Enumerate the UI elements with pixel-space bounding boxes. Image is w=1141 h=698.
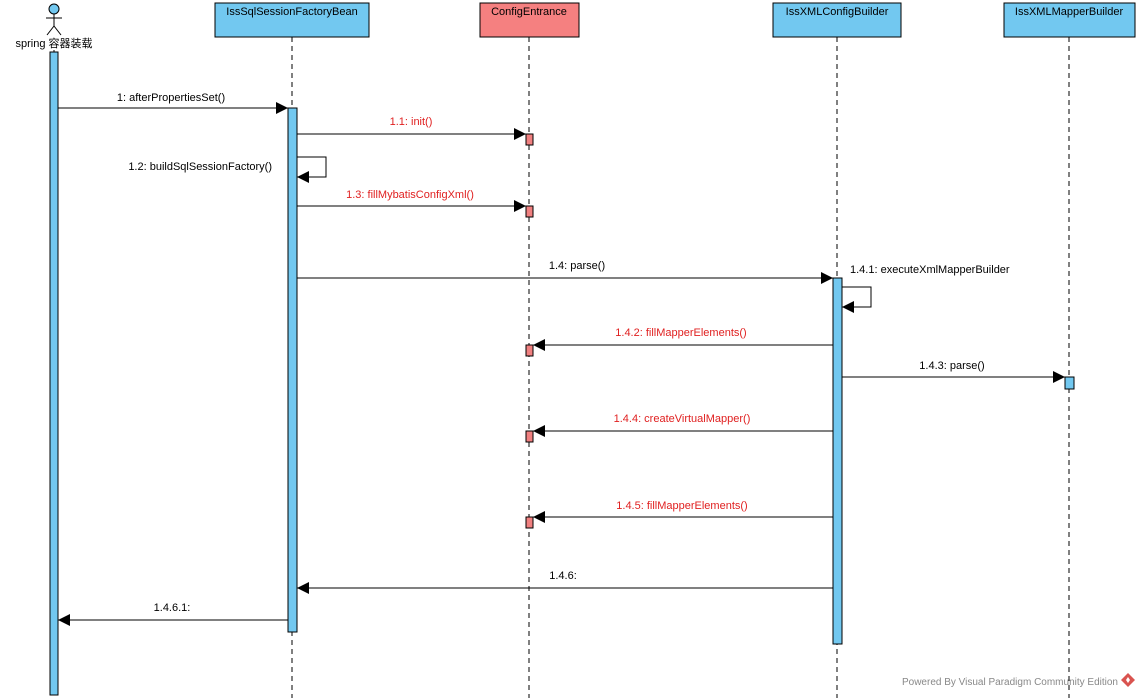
activation-issxmlconfigbuilder [832, 277, 843, 645]
message-arrow [297, 156, 327, 183]
message-label-1-4-2: 1.4.2: fillMapperElements() [615, 327, 746, 339]
participant-box [214, 2, 370, 38]
participant-issxmlmapperbuilder: IssXMLMapperBuilder [1003, 2, 1136, 38]
activation-configentrance-1 [525, 133, 534, 146]
activation-isssqlsessionfactorybean [287, 107, 298, 633]
message-label-1-4-4: 1.4.4: createVirtualMapper() [614, 413, 751, 425]
activation-issxmlmapperbuilder [1064, 376, 1075, 390]
message-label-1-2: 1.2: buildSqlSessionFactory() [128, 161, 272, 173]
participant-box [772, 2, 902, 38]
activation-configentrance-5 [525, 516, 534, 529]
message-label-1-3: 1.3: fillMybatisConfigXml() [346, 189, 474, 201]
activation-configentrance-4 [525, 430, 534, 443]
stick-figure-icon [46, 3, 62, 36]
actor-label: spring 容器装载 [15, 36, 92, 50]
message-label-1: 1: afterPropertiesSet() [117, 92, 225, 104]
participant-label: IssXMLConfigBuilder [786, 6, 889, 18]
participant-label: ConfigEntrance [491, 6, 567, 18]
message-label-1-4: 1.4: parse() [549, 260, 605, 272]
message-label-1-4-1: 1.4.1: executeXmlMapperBuilder [850, 264, 1010, 276]
watermark-text: Powered By Visual Paradigm Community Edi… [902, 677, 1118, 688]
watermark: Powered By Visual Paradigm Community Edi… [902, 673, 1135, 688]
participant-box [479, 2, 580, 38]
activation-configentrance-2 [525, 205, 534, 218]
actor-spring-container: spring 容器装载 [15, 3, 93, 50]
participant-configentrance: ConfigEntrance [479, 2, 580, 38]
visual-paradigm-logo-icon [1121, 673, 1135, 687]
actor-activation [49, 51, 59, 696]
participant-isssqlsessionfactorybean: IssSqlSessionFactoryBean [214, 2, 370, 38]
message-label-1-4-6: 1.4.6: [549, 570, 577, 582]
participant-label: IssXMLMapperBuilder [1015, 6, 1124, 18]
message-arrow [842, 286, 872, 313]
message-label-1-4-6-1: 1.4.6.1: [154, 602, 191, 614]
activation-configentrance-3 [525, 344, 534, 357]
message-label-1-1: 1.1: init() [390, 116, 433, 128]
message-label-1-4-5: 1.4.5: fillMapperElements() [616, 500, 747, 512]
participant-label: IssSqlSessionFactoryBean [226, 6, 357, 18]
message-label-1-4-3: 1.4.3: parse() [919, 360, 984, 372]
participant-issxmlconfigbuilder: IssXMLConfigBuilder [772, 2, 902, 38]
